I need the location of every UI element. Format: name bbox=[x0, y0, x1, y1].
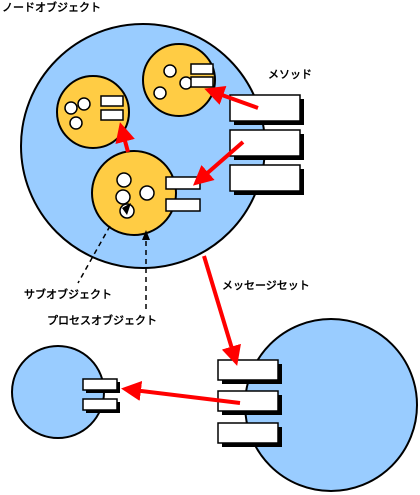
process-object bbox=[91, 150, 201, 236]
method-box-3 bbox=[229, 164, 304, 195]
process-object-label: プロセスオブジェクト bbox=[47, 313, 157, 327]
sub-object-leader-head bbox=[122, 203, 131, 215]
sub-object-label: サブオブジェクト bbox=[24, 287, 112, 301]
arrow-node-to-messageset bbox=[202, 255, 241, 366]
sub-object-top-right bbox=[142, 43, 216, 117]
process-object-leader-head bbox=[142, 230, 150, 240]
sub-object-left bbox=[56, 75, 130, 149]
leader-lines bbox=[77, 225, 147, 312]
message-set-label: メッセージセット bbox=[222, 279, 310, 292]
arrow-method2-to-process bbox=[192, 140, 245, 186]
arrow-process-to-left bbox=[115, 122, 135, 153]
method-label: メソッド bbox=[268, 68, 312, 81]
arrow-method1-to-topright bbox=[204, 86, 259, 110]
message-arrows bbox=[115, 86, 259, 405]
node-object-label: ノードオブジェクト bbox=[2, 0, 101, 14]
method-box-1 bbox=[229, 94, 304, 125]
sub-object-leader bbox=[77, 225, 111, 284]
right-node-object bbox=[217, 318, 418, 492]
left-node-object bbox=[11, 345, 120, 439]
arrow-messageset-to-left-node bbox=[121, 381, 241, 405]
